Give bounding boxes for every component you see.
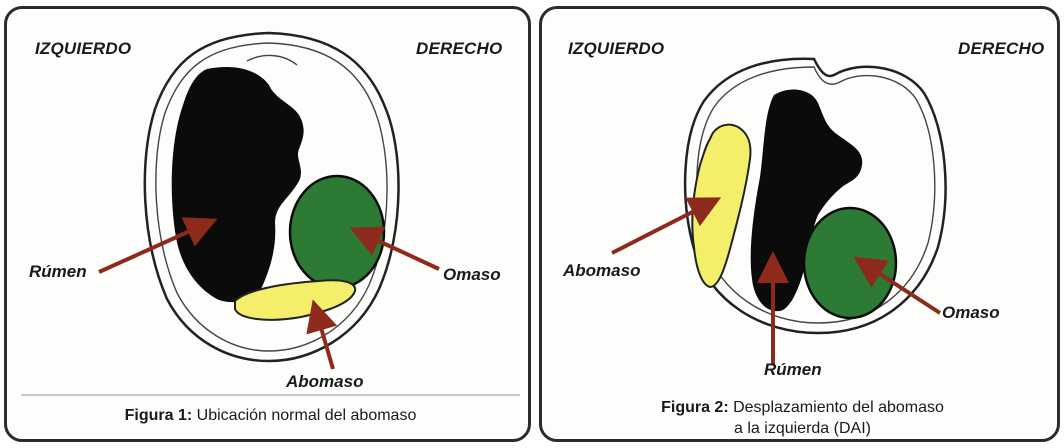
- omaso-shape: [290, 176, 384, 288]
- abomaso-arrow: [315, 307, 333, 369]
- rumen-label: Rúmen: [29, 262, 87, 282]
- figure-2-caption-line-1: Figura 2: Desplazamiento del abomaso: [542, 397, 1060, 418]
- right-side-label: DERECHO: [958, 39, 1044, 59]
- rumen-shape: [172, 67, 304, 302]
- omaso-label: Omaso: [443, 265, 501, 285]
- left-side-label: IZQUIERDO: [35, 39, 131, 59]
- rumen-label: Rúmen: [764, 360, 822, 380]
- right-side-label: DERECHO: [416, 39, 502, 59]
- figure-2-caption: Figura 2: Desplazamiento del abomaso a l…: [542, 397, 1060, 439]
- figure-1-caption: Figura 1: Ubicación normal del abomaso: [7, 405, 531, 426]
- figure-1-panel: IZQUIERDO DERECHO Rúmen Omaso Abomaso Fi…: [4, 6, 531, 442]
- figure-1-diagram: [7, 9, 531, 442]
- figure-2-panel: IZQUIERDO DERECHO Abomaso Rúmen Omaso Fi…: [539, 6, 1060, 442]
- figure-2-caption-text: Desplazamiento del abomaso: [729, 399, 944, 416]
- figure-1-caption-text: Ubicación normal del abomaso: [192, 407, 416, 424]
- abomaso-label: Abomaso: [563, 261, 640, 281]
- abomaso-label: Abomaso: [286, 372, 363, 392]
- dorsal-notch: [247, 55, 297, 65]
- figure-1-caption-number: Figura 1:: [125, 407, 193, 424]
- omaso-shape: [804, 208, 896, 318]
- left-side-label: IZQUIERDO: [568, 39, 664, 59]
- omaso-label: Omaso: [942, 303, 1000, 323]
- figure-2-caption-number: Figura 2:: [661, 399, 729, 416]
- figure-2-caption-line-2: a la izquierda (DAI): [542, 418, 1060, 439]
